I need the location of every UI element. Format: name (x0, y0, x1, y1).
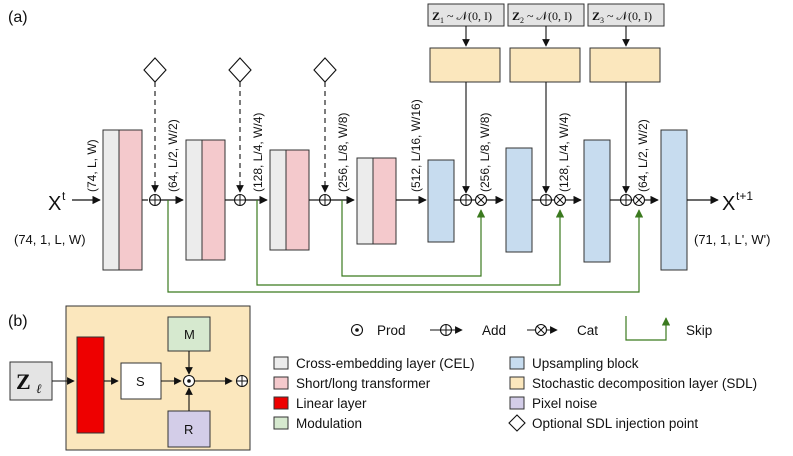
legend-cat: Cat (527, 323, 598, 338)
legend-pixel-noise: Pixel noise (509, 396, 597, 411)
upsampling-block-1 (427, 159, 455, 243)
svg-text:Z3 ~ 𝒩(0, I): Z3 ~ 𝒩(0, I) (592, 9, 652, 25)
transformer-block (118, 129, 143, 271)
add-op-2 (233, 193, 247, 207)
skip-connection-1 (167, 200, 644, 293)
svg-text:Z1 ~ 𝒩(0, I): Z1 ~ 𝒩(0, I) (432, 9, 492, 25)
panel-a-label: (a) (8, 9, 28, 26)
cat-op-1 (474, 193, 488, 207)
dim-label: (512, L/16, W/16) (409, 99, 423, 192)
dim-label: (64, L/2, W/2) (636, 119, 650, 192)
skip-connection-2 (256, 200, 565, 286)
cel-block (269, 149, 287, 251)
legend-linear: Linear layer (273, 396, 367, 411)
linear-layer-block (76, 336, 105, 434)
sdl-block-3 (589, 47, 661, 83)
input-symbol: X (48, 193, 61, 215)
svg-text:Upsampling block: Upsampling block (532, 356, 639, 371)
encoder-block-3 (269, 149, 310, 251)
cel-block (102, 129, 120, 271)
svg-text:Prod: Prod (377, 323, 406, 338)
noise-box-3: Z3 ~ 𝒩(0, I) (587, 3, 665, 27)
svg-text:Modulation: Modulation (296, 416, 362, 431)
svg-text:Z: Z (16, 369, 31, 394)
injection-point-1 (143, 57, 167, 193)
add-op-1 (148, 193, 162, 207)
dim-label: (256, L/8, W/8) (478, 113, 492, 192)
upsampling-block-4 (660, 129, 688, 271)
legend-sdl: Stochastic decomposition layer (SDL) (509, 376, 757, 391)
dim-label: (74, L, W) (85, 139, 99, 192)
dim-label: (256, L/8, W/8) (336, 113, 350, 192)
svg-text:Cat: Cat (577, 323, 598, 338)
svg-text:Z2 ~ 𝒩(0, I): Z2 ~ 𝒩(0, I) (512, 9, 572, 25)
svg-text:Add: Add (482, 323, 506, 338)
dim-label: (128, L/4, W/4) (557, 113, 571, 192)
output-symbol: X (722, 193, 735, 215)
r-label: R (184, 422, 193, 437)
encoder-block-2 (185, 139, 226, 261)
legend-cel: Cross-embedding layer (CEL) (273, 356, 475, 371)
output-label: X t+1 (722, 189, 753, 215)
cat-op-2 (553, 193, 567, 207)
output-shape: (71, 1, L', W') (694, 232, 770, 247)
transformer-block (372, 157, 397, 245)
svg-text:Short/long transformer: Short/long transformer (296, 376, 431, 391)
transformer-block (285, 149, 310, 251)
panel-b-label: (b) (8, 313, 28, 330)
svg-text:Pixel noise: Pixel noise (532, 396, 597, 411)
sdl-output-add (235, 374, 249, 388)
injection-point-2 (228, 57, 252, 193)
svg-text:ℓ: ℓ (36, 381, 42, 396)
svg-text:Linear layer: Linear layer (296, 396, 367, 411)
svg-text:Stochastic decomposition layer: Stochastic decomposition layer (SDL) (532, 376, 757, 391)
transformer-block (201, 139, 226, 261)
upsampling-block-2 (505, 147, 533, 253)
add-op-5 (539, 193, 553, 207)
encoder-block-4 (356, 157, 397, 245)
legend-modulation: Modulation (273, 416, 362, 431)
output-superscript: t+1 (736, 189, 753, 203)
legend-upsampling: Upsampling block (509, 356, 639, 371)
legend-injection: Optional SDL injection point (508, 414, 698, 432)
s-label: S (136, 374, 145, 389)
input-shape: (74, 1, L, W) (14, 232, 86, 247)
sdl-block-1 (429, 47, 501, 83)
s-block (120, 362, 162, 400)
noise-box-1: Z1 ~ 𝒩(0, I) (427, 3, 505, 27)
cel-block (356, 157, 374, 245)
encoder-block-1 (102, 129, 143, 271)
injection-point-3 (313, 57, 337, 193)
svg-text:Skip: Skip (686, 323, 712, 338)
pixel-noise-block (167, 410, 211, 448)
svg-text:Cross-embedding layer (CEL): Cross-embedding layer (CEL) (296, 356, 475, 371)
input-label: X t (48, 189, 66, 215)
skip-connection-3 (341, 200, 486, 277)
legend-add: Add (430, 323, 506, 338)
dim-label: (128, L/4, W/4) (251, 113, 265, 192)
upsampling-block-3 (583, 139, 611, 263)
add-op-4 (459, 193, 473, 207)
noise-box-2: Z2 ~ 𝒩(0, I) (507, 3, 585, 27)
legend-prod: Prod (350, 323, 406, 338)
modulation-block (167, 316, 211, 352)
m-label: M (184, 327, 195, 342)
add-op-6 (619, 193, 633, 207)
input-superscript: t (62, 189, 66, 203)
dim-label: (64, L/2, W/2) (166, 119, 180, 192)
add-op-3 (318, 193, 332, 207)
z-input: Z ℓ (9, 361, 53, 401)
cel-block (185, 139, 203, 261)
svg-text:Optional SDL injection point: Optional SDL injection point (532, 416, 698, 431)
prod-op (182, 374, 196, 388)
sdl-block-2 (509, 47, 581, 83)
legend-transformer: Short/long transformer (273, 376, 431, 391)
cat-op-3 (632, 193, 646, 207)
legend-skip: Skip (625, 316, 712, 341)
